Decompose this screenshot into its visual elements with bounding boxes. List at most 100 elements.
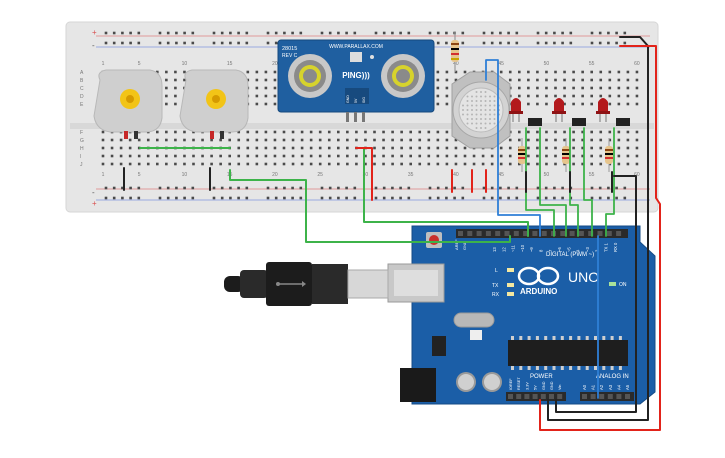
breadboard-hole[interactable]: [101, 154, 105, 158]
breadboard-hole[interactable]: [273, 162, 277, 166]
rail-hole[interactable]: [345, 186, 348, 190]
breadboard-hole[interactable]: [309, 162, 313, 166]
rail-hole[interactable]: [129, 41, 132, 45]
rail-hole[interactable]: [104, 186, 108, 190]
rail-hole[interactable]: [137, 186, 141, 190]
rail-hole[interactable]: [544, 31, 548, 35]
breadboard-hole[interactable]: [536, 138, 539, 142]
rail-hole[interactable]: [245, 196, 249, 200]
breadboard-hole[interactable]: [563, 94, 566, 98]
breadboard-hole[interactable]: [110, 146, 114, 150]
rail-hole[interactable]: [536, 186, 540, 190]
rail-hole[interactable]: [237, 31, 240, 35]
rail-hole[interactable]: [490, 31, 494, 35]
rail-hole[interactable]: [453, 196, 456, 200]
rail-hole[interactable]: [436, 41, 440, 45]
rail-hole[interactable]: [112, 41, 116, 45]
rail-hole[interactable]: [561, 41, 564, 45]
breadboard-hole[interactable]: [273, 102, 277, 106]
breadboard-hole[interactable]: [391, 130, 394, 134]
breadboard-hole[interactable]: [481, 162, 485, 166]
rail-hole[interactable]: [274, 31, 278, 35]
rail-hole[interactable]: [561, 31, 564, 35]
breadboard-hole[interactable]: [445, 70, 449, 74]
rail-hole[interactable]: [482, 186, 486, 190]
rail-hole[interactable]: [175, 31, 178, 35]
rail-hole[interactable]: [499, 196, 502, 200]
rail-hole[interactable]: [183, 196, 186, 200]
rail-hole[interactable]: [374, 186, 378, 190]
breadboard-hole[interactable]: [527, 86, 530, 90]
breadboard-hole[interactable]: [508, 78, 512, 82]
rail-hole[interactable]: [191, 31, 195, 35]
breadboard-hole[interactable]: [201, 162, 204, 166]
breadboard-hole[interactable]: [436, 162, 440, 166]
breadboard-hole[interactable]: [264, 130, 268, 134]
rail-hole[interactable]: [175, 196, 178, 200]
breadboard-hole[interactable]: [318, 162, 322, 166]
rail-hole[interactable]: [553, 31, 556, 35]
breadboard-hole[interactable]: [617, 78, 621, 82]
breadboard-hole[interactable]: [508, 146, 512, 150]
breadboard-hole[interactable]: [273, 70, 277, 74]
breadboard-hole[interactable]: [599, 130, 603, 134]
breadboard-hole[interactable]: [545, 102, 548, 106]
breadboard-hole[interactable]: [626, 86, 630, 90]
breadboard-hole[interactable]: [255, 70, 259, 74]
breadboard-hole[interactable]: [445, 154, 449, 158]
breadboard-hole[interactable]: [110, 154, 114, 158]
rail-hole[interactable]: [607, 41, 610, 45]
breadboard-hole[interactable]: [536, 86, 539, 90]
breadboard-hole[interactable]: [545, 138, 548, 142]
breadboard-hole[interactable]: [635, 130, 639, 134]
rail-hole[interactable]: [569, 31, 573, 35]
breadboard-hole[interactable]: [563, 78, 566, 82]
rail-hole[interactable]: [283, 31, 286, 35]
breadboard-hole[interactable]: [346, 162, 349, 166]
breadboard-hole[interactable]: [327, 154, 331, 158]
rail-hole[interactable]: [536, 41, 540, 45]
rail-hole[interactable]: [104, 41, 108, 45]
breadboard-hole[interactable]: [237, 138, 241, 142]
breadboard-hole[interactable]: [273, 154, 277, 158]
rail-hole[interactable]: [598, 196, 602, 200]
breadboard-hole[interactable]: [291, 130, 295, 134]
breadboard-hole[interactable]: [300, 130, 304, 134]
breadboard-hole[interactable]: [128, 138, 132, 142]
breadboard-hole[interactable]: [165, 162, 168, 166]
breadboard-hole[interactable]: [273, 130, 277, 134]
breadboard-hole[interactable]: [264, 78, 268, 82]
transistor-2[interactable]: [572, 118, 586, 126]
breadboard-hole[interactable]: [454, 154, 458, 158]
rail-hole[interactable]: [112, 31, 116, 35]
breadboard-hole[interactable]: [364, 138, 367, 142]
breadboard-hole[interactable]: [536, 146, 539, 150]
rail-hole[interactable]: [266, 41, 270, 45]
breadboard-hole[interactable]: [454, 138, 458, 142]
breadboard-hole[interactable]: [454, 78, 458, 82]
rail-hole[interactable]: [553, 186, 556, 190]
breadboard-hole[interactable]: [318, 130, 322, 134]
breadboard-hole[interactable]: [119, 146, 123, 150]
breadboard-hole[interactable]: [518, 78, 521, 82]
breadboard-hole[interactable]: [337, 130, 340, 134]
breadboard-hole[interactable]: [454, 70, 458, 74]
breadboard-hole[interactable]: [146, 138, 150, 142]
breadboard-hole[interactable]: [273, 78, 277, 82]
breadboard-hole[interactable]: [183, 154, 186, 158]
breadboard-hole[interactable]: [536, 70, 539, 74]
breadboard-hole[interactable]: [156, 162, 159, 166]
breadboard-hole[interactable]: [255, 78, 259, 82]
breadboard-hole[interactable]: [536, 154, 539, 158]
breadboard-hole[interactable]: [617, 102, 621, 106]
breadboard-hole[interactable]: [545, 130, 548, 134]
rail-hole[interactable]: [291, 186, 294, 190]
breadboard-hole[interactable]: [300, 162, 304, 166]
breadboard-hole[interactable]: [626, 102, 630, 106]
breadboard-hole[interactable]: [337, 154, 340, 158]
breadboard-hole[interactable]: [427, 162, 431, 166]
rail-hole[interactable]: [499, 41, 502, 45]
rail-hole[interactable]: [129, 196, 132, 200]
rail-hole[interactable]: [212, 31, 216, 35]
breadboard-hole[interactable]: [246, 70, 250, 74]
